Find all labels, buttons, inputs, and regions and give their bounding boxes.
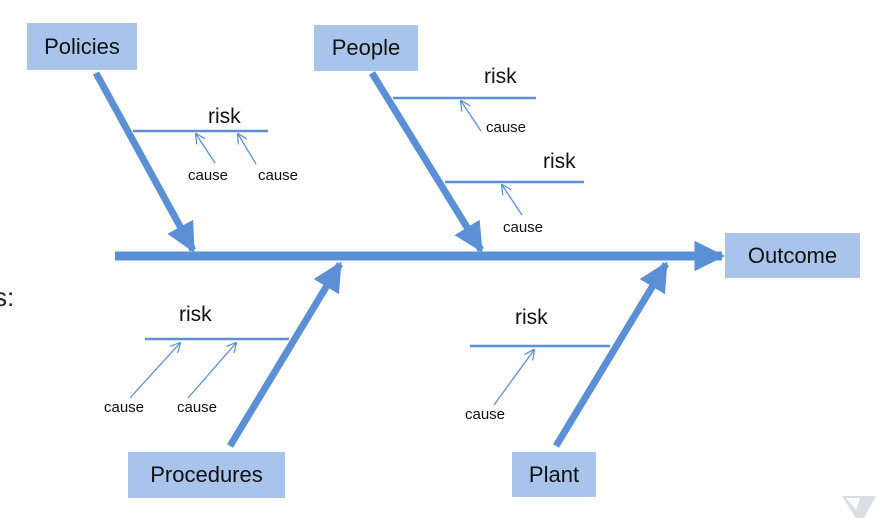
people-category-box: People [314, 25, 418, 71]
policies-category-box: Policies [27, 23, 137, 70]
cause-arrow [461, 101, 482, 132]
cause-arrow [129, 343, 180, 399]
plant-category-box: Plant [512, 452, 596, 497]
risk-label: risk [543, 150, 576, 173]
risk-label: risk [208, 105, 241, 128]
people-bone-arrow [369, 71, 484, 253]
risk-label: risk [179, 303, 212, 326]
risk-label: risk [484, 65, 517, 88]
risk-label: risk [515, 306, 548, 329]
policies-bone-arrow [92, 71, 197, 253]
cause-label: cause [177, 399, 218, 416]
cause-arrow [196, 134, 216, 164]
cause-arrow [502, 185, 523, 216]
cause-arrow [238, 134, 257, 165]
procedures-bone-arrow [227, 261, 343, 448]
cause-label: cause [258, 167, 299, 184]
watermark-logo-icon [842, 496, 876, 518]
cause-label: cause [465, 406, 506, 423]
cause-label: cause [188, 167, 229, 184]
procedures-category-box: Procedures [128, 452, 285, 498]
cause-arrow [493, 350, 534, 406]
clipped-slide-text: s: [0, 282, 15, 312]
plant-bone-arrow [553, 261, 669, 448]
cause-arrow [187, 343, 236, 399]
outcome-box: Outcome [725, 233, 860, 278]
cause-label: cause [104, 399, 145, 416]
cause-label: cause [486, 119, 527, 136]
cause-label: cause [503, 219, 544, 236]
